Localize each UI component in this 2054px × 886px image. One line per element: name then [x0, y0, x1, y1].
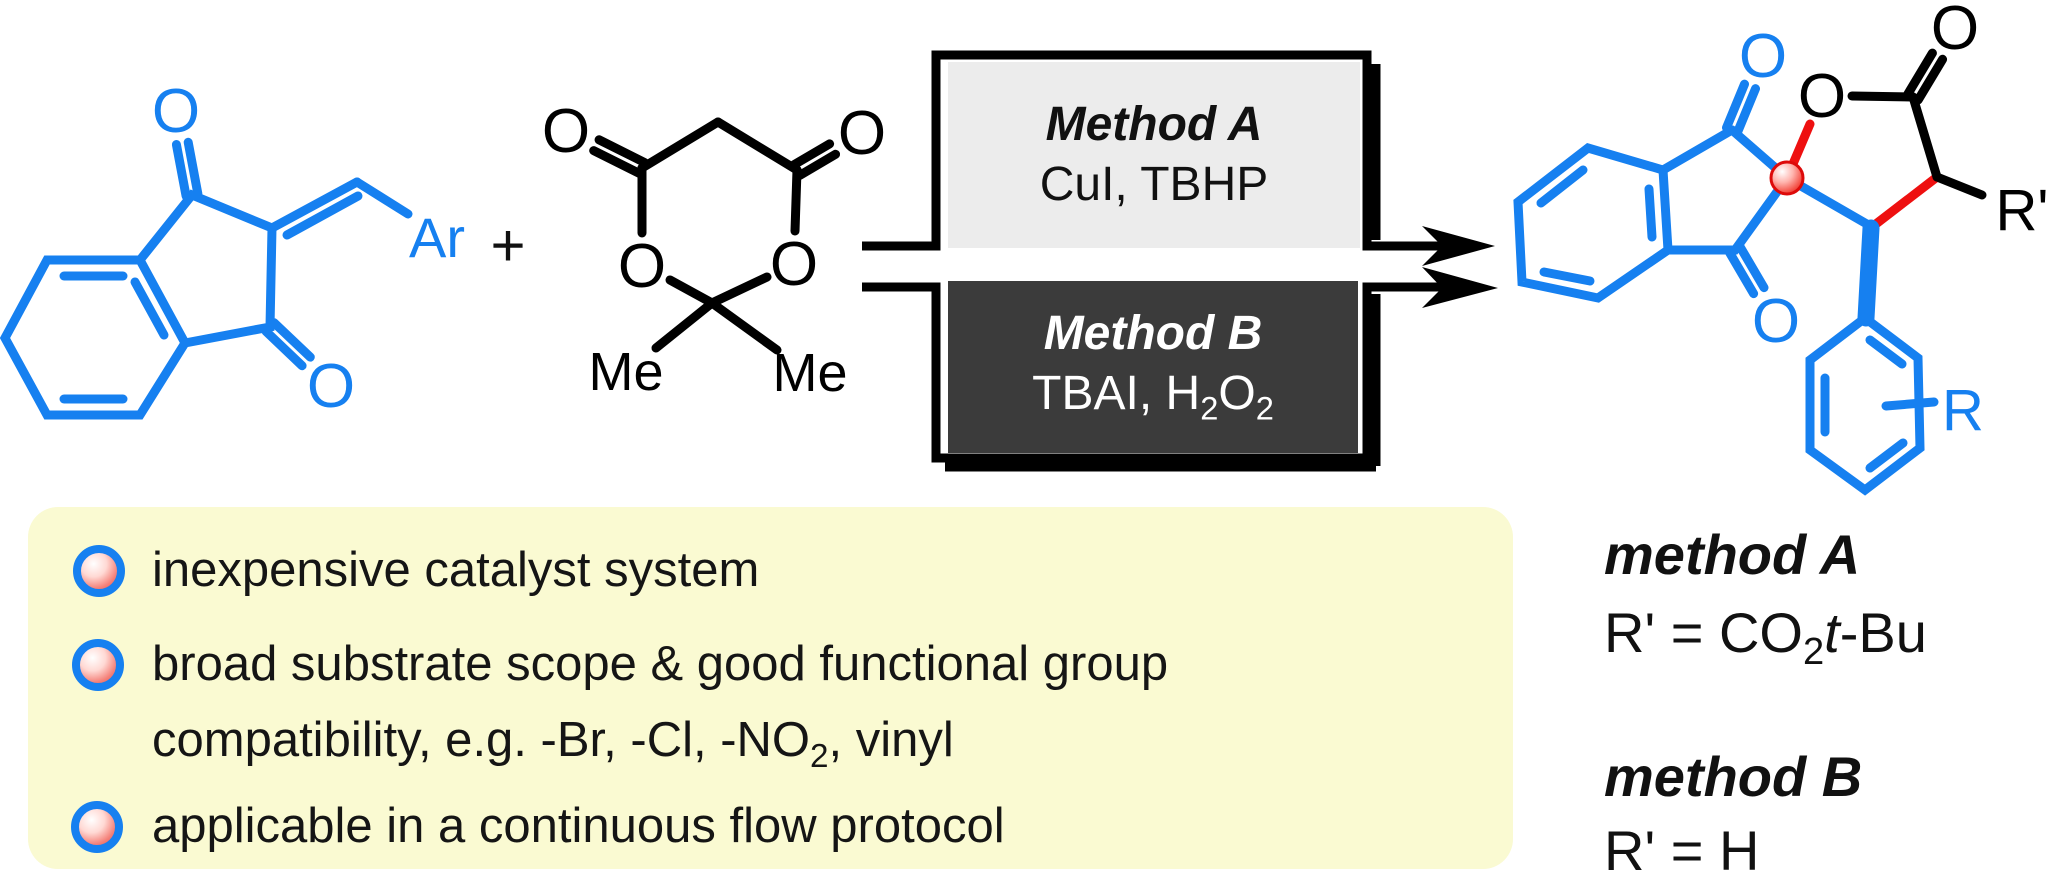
- highlight-item-2-line1: broad substrate scope & good functional …: [152, 637, 1169, 691]
- ar-label: Ar: [409, 206, 465, 269]
- o-ring-left-label: O: [618, 232, 666, 301]
- method-b-conditions: Method B TBAI, H2O2: [948, 281, 1358, 453]
- indanedione-structure: [0, 137, 413, 420]
- method-b-title: Method B: [1043, 307, 1263, 361]
- legend-a-value-tail: -Bu: [1839, 601, 1927, 664]
- o-carbonyl-right-label: O: [838, 99, 886, 168]
- product-atom-labels: O O O O R' R: [1739, 0, 2049, 443]
- legend-a-value-sub: 2: [1802, 631, 1825, 674]
- meldrums-acid-structure: [589, 117, 841, 355]
- method-a-reagents: CuI, TBHP: [1039, 158, 1269, 211]
- method-a-title: Method A: [1045, 98, 1263, 151]
- method-a-panel: [948, 62, 1360, 248]
- indanedione-atom-labels: O O Ar: [152, 77, 465, 421]
- legend-a-value-italic-t: t: [1824, 601, 1840, 664]
- product-structure: [1513, 48, 1987, 496]
- plus-sign: +: [490, 212, 525, 279]
- legend-method-a-value: R' = CO2t-Bu: [1604, 600, 1927, 674]
- bullet-icon: [72, 639, 124, 691]
- method-b-sub2: 2: [1255, 389, 1274, 427]
- conditions-box: [862, 50, 1498, 472]
- o-top-label: O: [152, 77, 200, 146]
- o-bottom-label: O: [307, 352, 355, 421]
- highlight-item-3: applicable in a continuous flow protocol: [152, 799, 1005, 853]
- o-carbonyl-left-label: O: [542, 97, 590, 166]
- highlight-item-2-line2-tail: , vinyl: [828, 713, 954, 767]
- legend-a-value-text: R' = CO: [1604, 601, 1803, 664]
- highlights-panel: [28, 507, 1513, 869]
- method-b-reagents-text: TBAI, H: [1032, 367, 1201, 421]
- method-b-reagents: TBAI, H2O2: [1032, 364, 1274, 429]
- legend-method-b-value: R' = H: [1604, 819, 1760, 882]
- legend-method-b-title: method B: [1604, 745, 1863, 808]
- method-b-panel: [948, 281, 1358, 453]
- method-b-sub1: 2: [1200, 389, 1219, 427]
- arrowhead-top: [1422, 226, 1495, 266]
- highlight-item-1: inexpensive catalyst system: [152, 543, 760, 597]
- highlight-item-2-line2-text: compatibility, e.g. -Br, -Cl, -NO: [152, 713, 811, 767]
- r-label: R: [1942, 378, 1984, 443]
- arrowhead-bottom: [1422, 267, 1498, 308]
- o-ring-right-label: O: [770, 230, 818, 299]
- highlight-item-2-line2: compatibility, e.g. -Br, -Cl, -NO2, viny…: [152, 713, 954, 775]
- r-prime-label: R': [1996, 178, 2049, 243]
- me-left-label: Me: [588, 342, 663, 402]
- legend-method-a-title: method A: [1604, 523, 1861, 586]
- method-b-reagents-o: O: [1218, 367, 1256, 421]
- bullet-icon: [73, 545, 125, 597]
- lactone-carbonyl-o-label: O: [1931, 0, 1979, 63]
- bold-aryl-bond: [1857, 219, 1880, 327]
- method-a-conditions: Method A CuI, TBHP: [948, 62, 1360, 248]
- meldrums-acid-atom-labels: O O O O Me Me: [542, 97, 886, 403]
- red-highlight-bonds: [1782, 119, 1942, 232]
- bullet-icon: [71, 801, 123, 853]
- highlight-no2-sub: 2: [810, 737, 829, 775]
- lactone-ring-o-label: O: [1798, 62, 1846, 131]
- product-o-bottom-label: O: [1752, 287, 1800, 356]
- product-o-top-label: O: [1739, 22, 1787, 91]
- me-right-label: Me: [772, 343, 847, 403]
- spiro-carbon-ball: [1769, 160, 1805, 196]
